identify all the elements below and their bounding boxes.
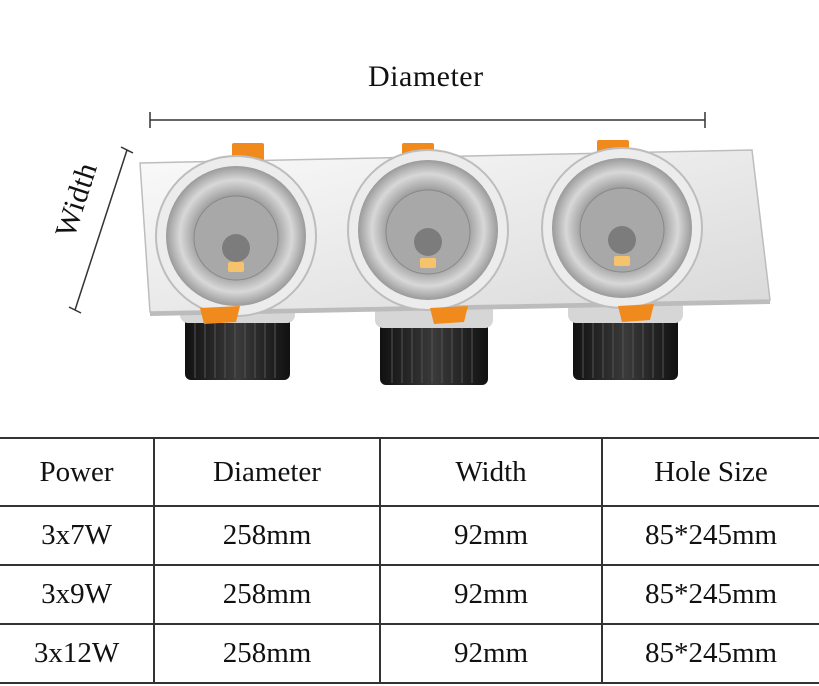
table-header-row: Power Diameter Width Hole Size — [0, 438, 819, 506]
diameter-dimension-line — [149, 112, 706, 128]
spec-table: Power Diameter Width Hole Size 3x7W 258m… — [0, 437, 819, 684]
header-width: Width — [380, 438, 603, 506]
diameter-label: Diameter — [368, 60, 484, 93]
cell-width: 92mm — [380, 624, 603, 683]
header-diameter: Diameter — [154, 438, 381, 506]
table-row: 3x12W 258mm 92mm 85*245mm — [0, 624, 819, 683]
cell-width: 92mm — [380, 506, 603, 565]
width-dimension-line — [68, 146, 134, 314]
cell-width: 92mm — [380, 565, 603, 624]
triple-downlight-illustration — [68, 112, 771, 385]
header-power: Power — [0, 438, 155, 506]
table-row: 3x9W 258mm 92mm 85*245mm — [0, 565, 819, 624]
header-hole-size: Hole Size — [654, 455, 768, 488]
cell-diameter: 258mm — [154, 565, 381, 624]
cell-diameter: 258mm — [154, 506, 381, 565]
cell-power: 3x7W — [0, 506, 155, 565]
cell-power: 3x12W — [0, 624, 155, 683]
cell-hole-size: 85*245mm — [644, 578, 778, 610]
product-figure: Diameter Width — [49, 60, 771, 385]
lamp-cups — [155, 147, 703, 317]
cell-hole-size: 85*245mm — [644, 637, 778, 669]
cell-hole-size: 85*245mm — [644, 519, 778, 551]
cell-diameter: 258mm — [154, 624, 381, 683]
spring-clips-bottom — [200, 304, 654, 324]
cell-power: 3x9W — [0, 565, 155, 624]
table-row: 3x7W 258mm 92mm 85*245mm — [0, 506, 819, 565]
